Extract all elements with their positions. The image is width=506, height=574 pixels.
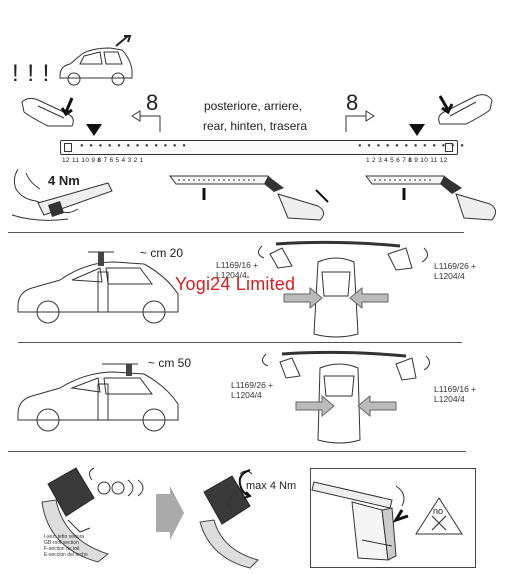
marker-triangle-left: [86, 124, 102, 136]
marker-triangle-right: [409, 124, 425, 136]
rotate-arrow-icon: [238, 469, 252, 499]
bar-end-insertion-left: [169, 175, 329, 221]
watermark-text: Yogi24 Limited: [175, 274, 296, 294]
roof-bar-holes-right: ● ● ● ● ● ● ● ● ● ● ● ●: [358, 143, 466, 149]
code-right-rear-1: L1169/16 +: [434, 384, 477, 394]
car-side-front-position: [17, 251, 179, 324]
scale-left: 12 11 10 9 8 7 6 5 4 3 2 1: [62, 157, 144, 164]
torque-label-step3: max 4 Nm: [246, 480, 297, 492]
warning-exclamations: ! ! !: [12, 60, 51, 87]
warning-triangle-icon: [415, 497, 463, 535]
code-right-front-1: L1169/26 +: [434, 261, 477, 271]
roof-section-clamp-illustration: [41, 467, 144, 563]
position-label-line2: rear, hinten, trasera: [203, 119, 308, 133]
code-left-rear-1: L1169/26 +: [231, 380, 274, 390]
torque-label-step1: 4 Nm: [48, 173, 80, 188]
car-side-rear-position: [17, 363, 179, 432]
code-left-front-1: L1169/16 +: [216, 260, 259, 270]
bracket-panel-frame: [310, 468, 476, 568]
distance-label-front: ~ cm 20: [140, 246, 184, 260]
divider-1: [8, 232, 464, 233]
divider-2: [18, 342, 462, 343]
left-foot-illustration: [21, 97, 74, 127]
clamp-tightening-illustration: [199, 470, 259, 569]
front-bar-mount-diagram: [258, 240, 428, 338]
section-label: I-sez. tetto vettura GB-roof section F-s…: [44, 534, 88, 558]
position-label-line1: posteriore, arriere,: [204, 99, 303, 113]
rear-bar-mount-diagram: [262, 350, 430, 444]
offset-number-left: 8: [146, 90, 159, 115]
roof-bar-slot-left: [64, 143, 72, 152]
bracket-foot-illustration: [311, 481, 409, 561]
hand-tightening-illustration: [11, 168, 113, 221]
offset-number-right: 8: [346, 90, 359, 115]
distance-label-rear: ~ cm 50: [148, 356, 192, 370]
arrow-left-icon: [131, 110, 161, 132]
scale-right: 1 2 3 4 5 6 7 8 9 10 11 12: [366, 157, 448, 164]
code-right-rear-2: L1204/4: [434, 394, 465, 404]
code-left-front-2: L1204/4: [216, 270, 247, 280]
roof-bar-holes-left: ● ● ● ● ● ● ● ● ● ● ● ●: [80, 143, 188, 149]
bar-end-insertion-right: [365, 175, 496, 221]
code-left-rear-2: L1204/4: [231, 390, 262, 400]
arrow-right-icon: [345, 110, 375, 132]
car-warning-icon: [59, 35, 133, 86]
no-label: no: [433, 506, 444, 516]
right-foot-illustration: [438, 94, 493, 125]
roof-bar: [60, 140, 458, 155]
divider-3: [8, 451, 466, 452]
roof-bar-slot-right: [445, 143, 453, 152]
code-right-front-2: L1204/4: [434, 271, 465, 281]
next-step-arrow-icon: [156, 486, 184, 540]
